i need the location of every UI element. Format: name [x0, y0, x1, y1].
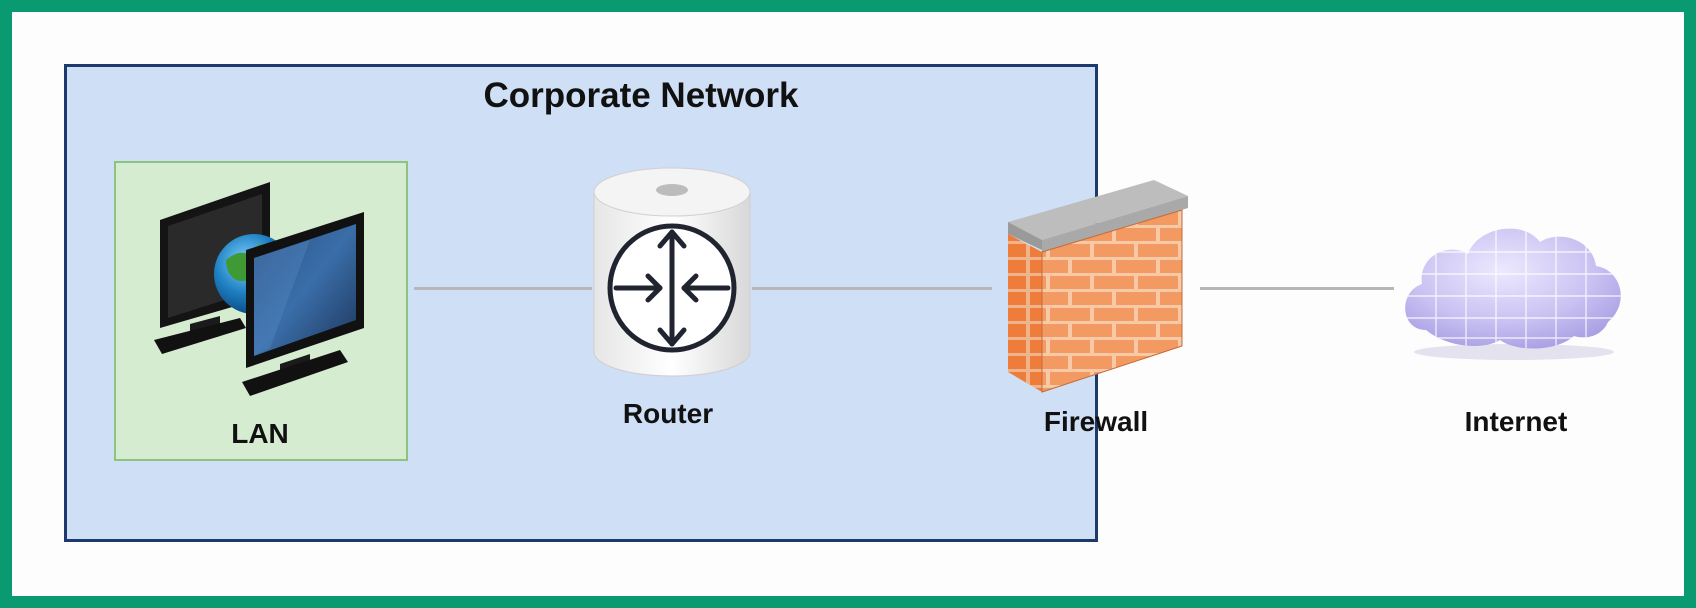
computers-globe-icon: [154, 182, 364, 396]
node-label-firewall: Firewall: [1043, 406, 1149, 437]
zone-title: Corporate Network: [483, 76, 799, 115]
node-label-internet: Internet: [1464, 406, 1568, 437]
node-label-lan: LAN: [231, 418, 289, 449]
cloud-icon: [1405, 228, 1621, 360]
link-lan-router: [414, 287, 592, 290]
link-firewall-internet: [1200, 287, 1394, 290]
node-label-router: Router: [622, 398, 714, 429]
link-router-firewall: [752, 287, 992, 290]
router-icon: [593, 167, 751, 377]
brick-firewall-icon: [1008, 180, 1188, 393]
